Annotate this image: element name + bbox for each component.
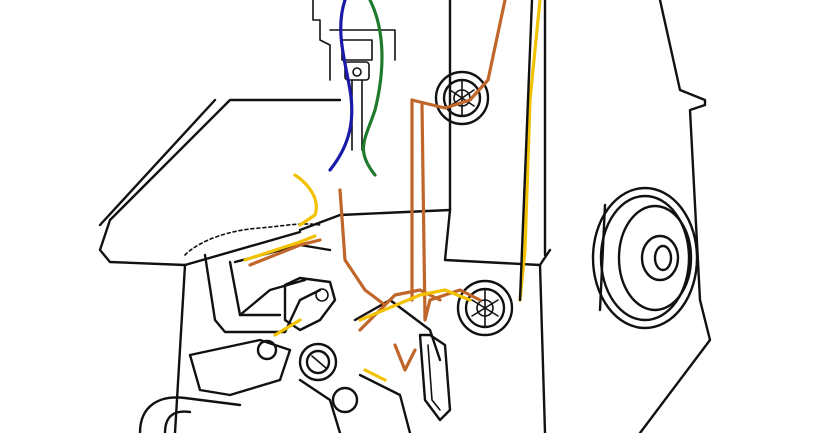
thread-upper-looper bbox=[248, 0, 507, 372]
machine-body bbox=[298, 0, 712, 433]
tension-dial-upper bbox=[434, 70, 490, 126]
thread-needle-right bbox=[361, 0, 384, 177]
thread-needle-left bbox=[328, 0, 354, 172]
looper-channel bbox=[418, 333, 452, 422]
thread-lower-looper bbox=[243, 0, 542, 382]
tension-dial-lower bbox=[456, 279, 514, 337]
handwheel bbox=[591, 186, 699, 330]
presser-foot bbox=[138, 276, 442, 433]
needle-clamp bbox=[341, 39, 373, 151]
front-cover bbox=[98, 98, 342, 433]
cutter-assembly bbox=[184, 223, 332, 334]
thread-guide-rod bbox=[518, 0, 534, 302]
